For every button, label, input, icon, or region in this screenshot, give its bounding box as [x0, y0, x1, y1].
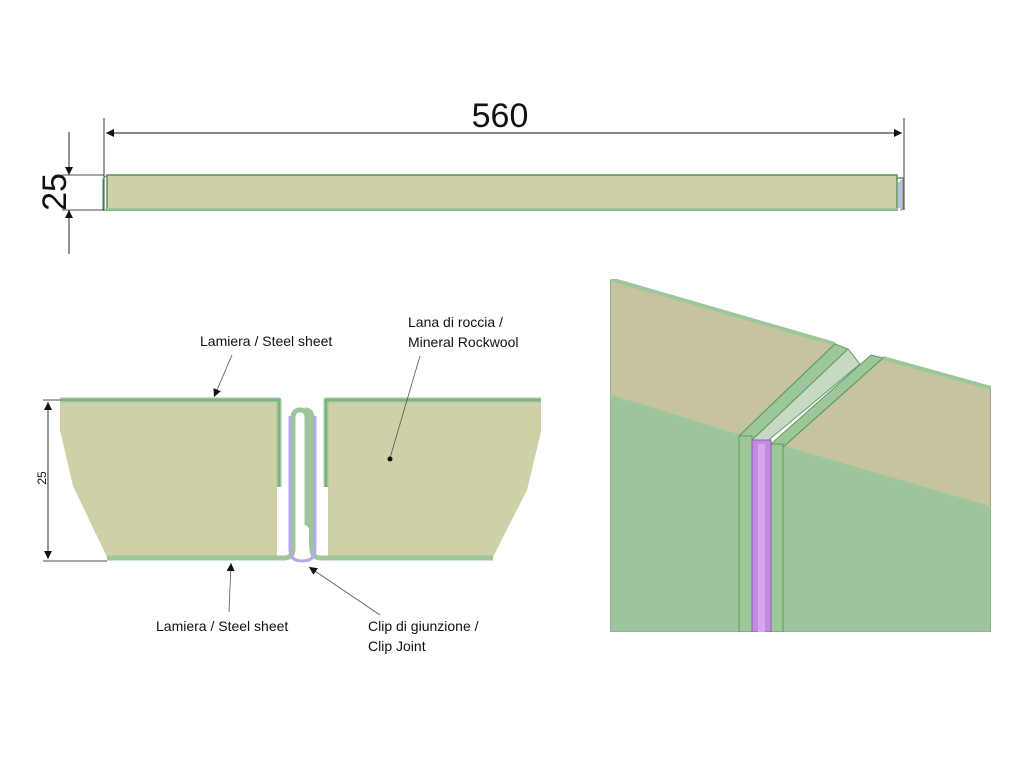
thickness-dimension-label: 25 — [36, 173, 74, 211]
right-panel-top-edge — [882, 356, 991, 390]
callout-leader-steel-top — [213, 354, 233, 398]
callout-steel-sheet-top: Lamiera / Steel sheet — [200, 333, 332, 349]
callout-dot-rockwool — [387, 456, 393, 462]
clip-joint-channel — [288, 416, 317, 563]
panel-body — [106, 174, 898, 211]
top-panel-view: 560 25 — [36, 97, 905, 254]
callout-rockwool-line2: Mineral Rockwool — [408, 334, 518, 350]
left-core-insulation — [60, 402, 277, 557]
panel-clip-end-right — [898, 180, 902, 211]
clip-joint-3d-highlight — [758, 444, 765, 632]
callout-leader-clip — [308, 566, 381, 616]
clip-joint-hollow — [296, 525, 309, 553]
section-detail: 25 Lamiera / Steel sheet Lana di roccia … — [35, 314, 541, 654]
callout-rockwool-line1: Lana di roccia / — [408, 314, 503, 330]
callout-clip-line2: Clip Joint — [368, 638, 426, 654]
joint-right-flange-face — [770, 443, 784, 632]
left-panel-top-edge — [610, 279, 836, 346]
panel-joint-end-left — [102, 174, 108, 211]
callout-steel-sheet-bottom: Lamiera / Steel sheet — [156, 618, 288, 634]
right-bottom-steel-sheet — [304, 407, 493, 561]
width-dimension-label: 560 — [472, 97, 529, 135]
right-panel-lower-edge — [782, 445, 991, 510]
callout-leader-rockwool — [389, 355, 421, 459]
section-thickness-label: 25 — [35, 471, 49, 485]
panel-joint-end-right — [897, 177, 904, 210]
right-core-insulation — [328, 402, 541, 557]
joint-left-flange-face — [738, 435, 753, 632]
callout-leader-steel-bottom — [226, 562, 235, 613]
left-top-steel-outline — [60, 399, 280, 487]
isometric-detail — [610, 279, 991, 632]
callout-clip-line1: Clip di giunzione / — [368, 618, 479, 634]
right-top-steel-outline — [325, 399, 541, 487]
left-panel-lower-edge — [610, 394, 740, 438]
